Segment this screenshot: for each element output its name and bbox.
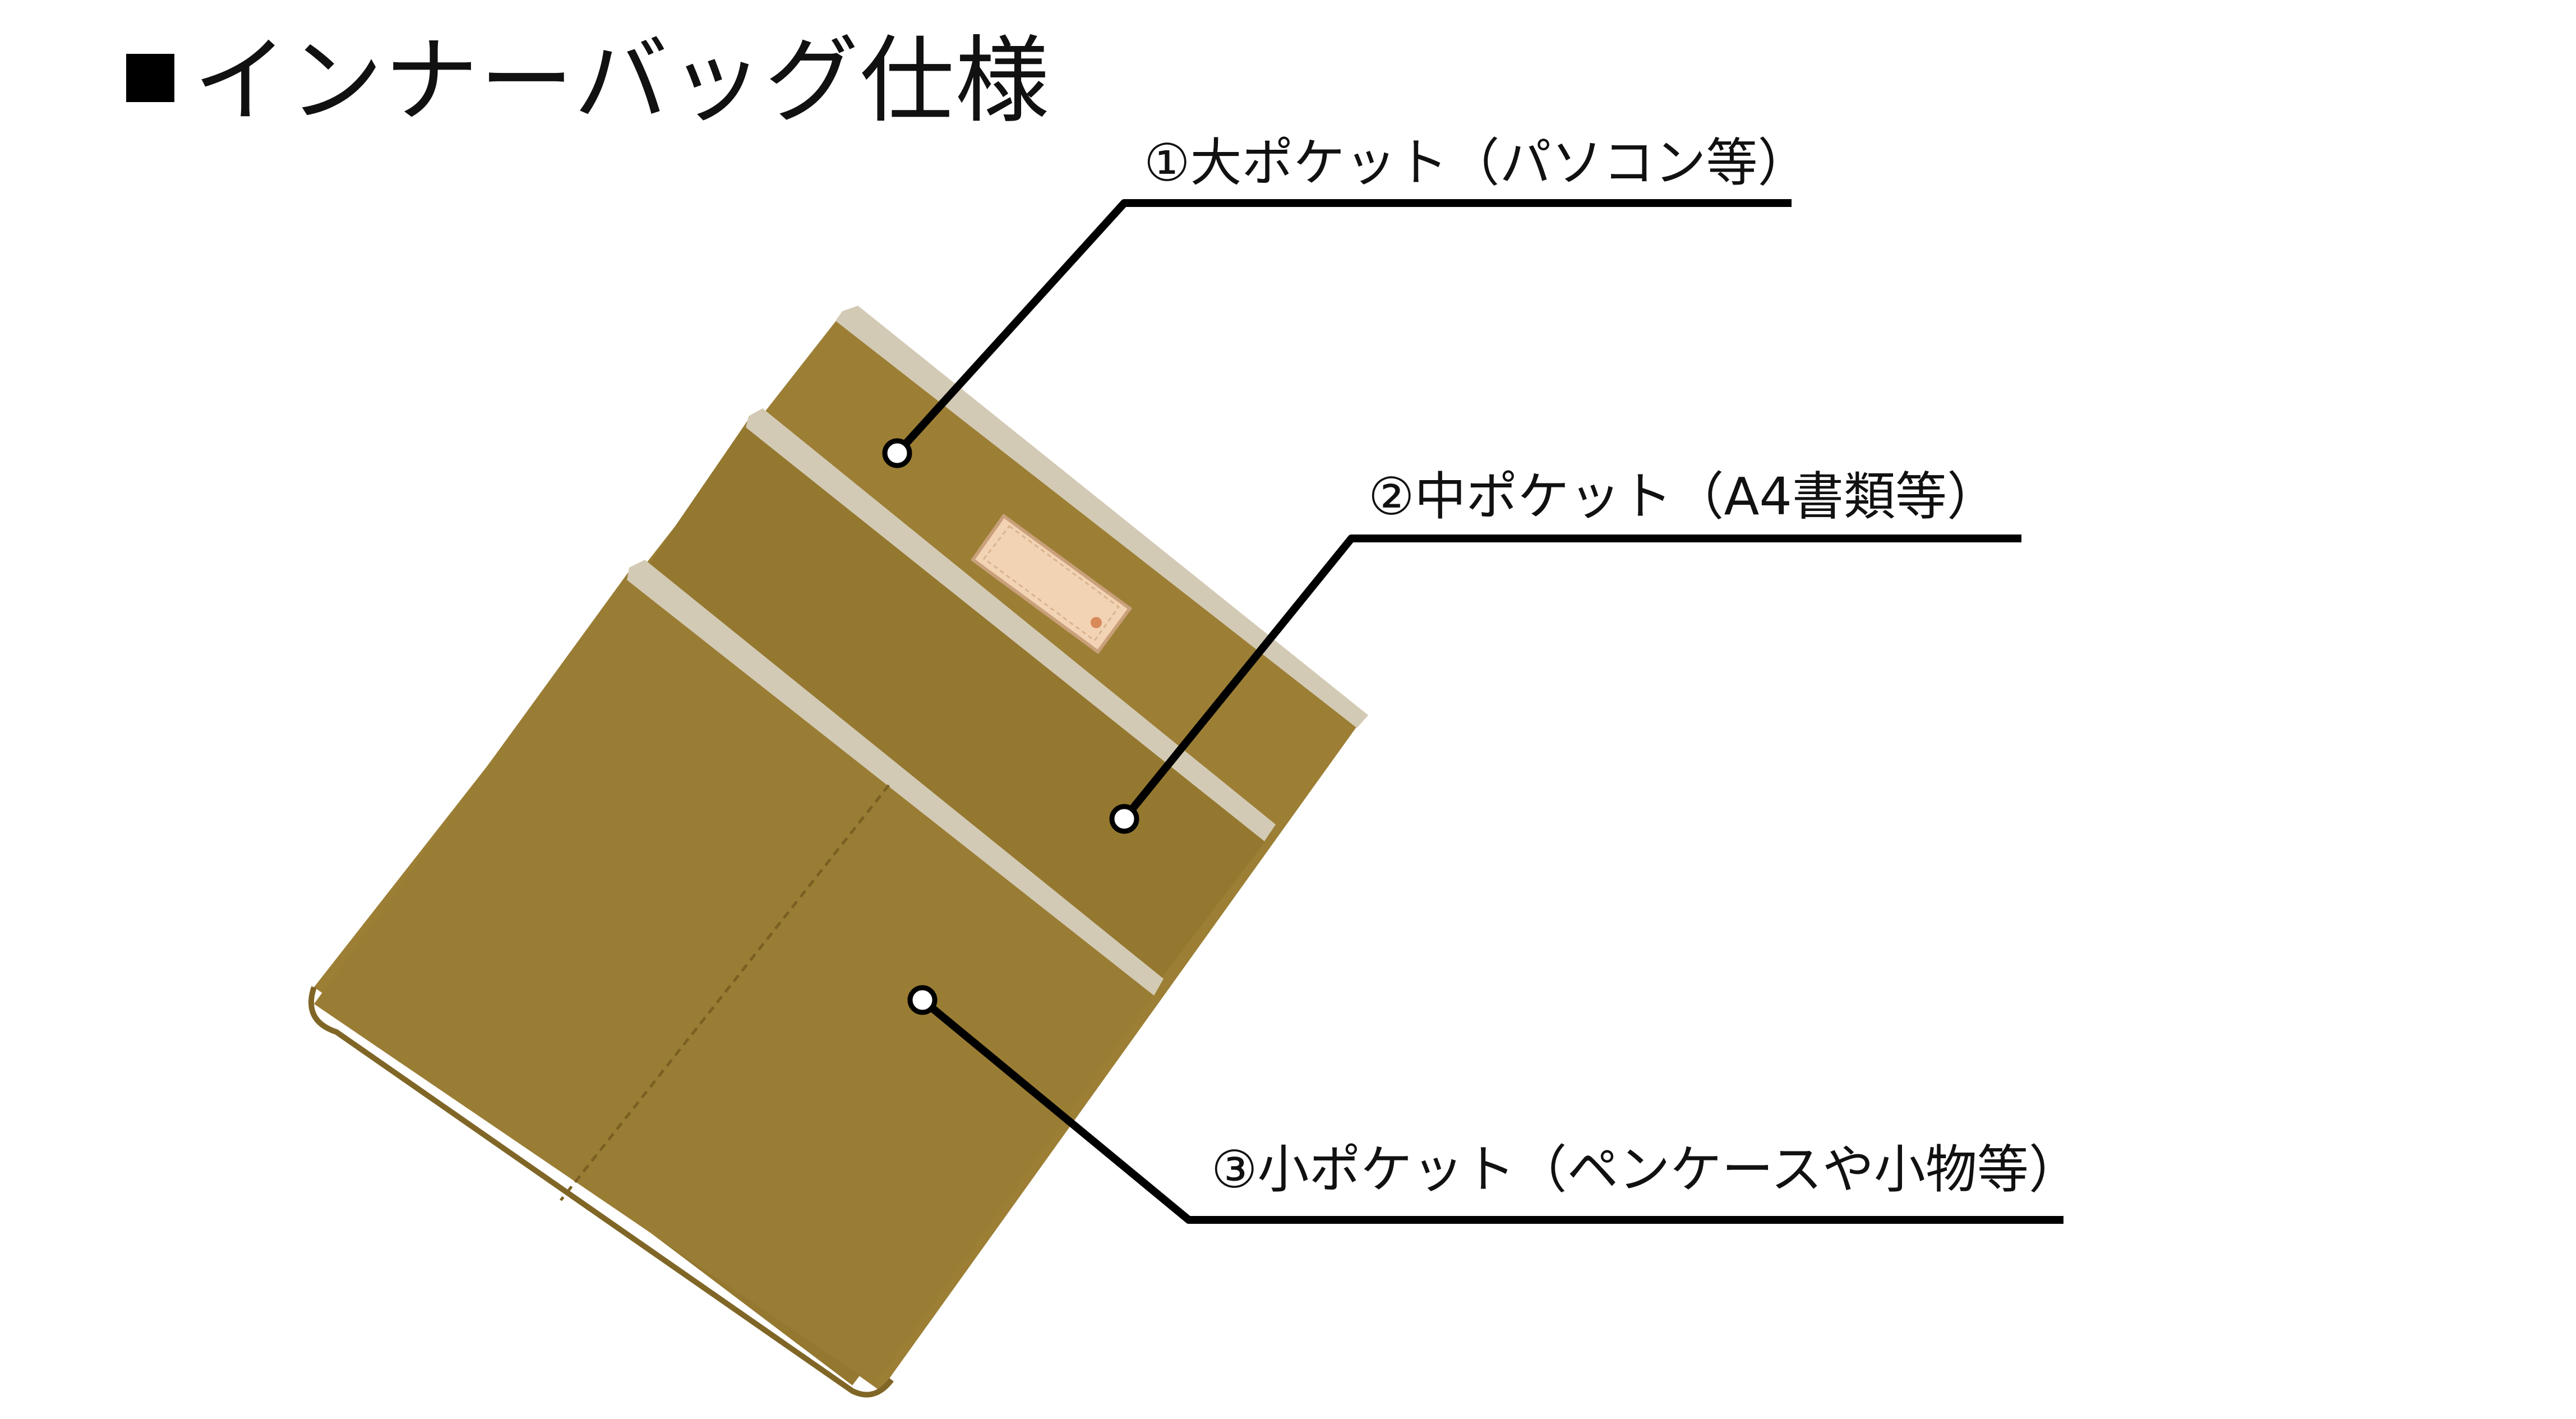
page-title: インナーバッグ仕様: [126, 34, 1050, 128]
marker-pocket-small: [907, 985, 938, 1015]
leader-lines: [882, 199, 2063, 1224]
middle-pocket-binding: [746, 408, 1276, 841]
leader-line-pocket-large: [894, 199, 1792, 456]
title-bullet-square: [126, 54, 174, 102]
bag-bottom-edge-shadow: [308, 986, 894, 1398]
label-pocket-medium: ②中ポケット（A4書類等）: [1368, 467, 1998, 527]
page-title-text: インナーバッグ仕様: [193, 26, 1051, 136]
marker-pocket-large: [882, 438, 912, 468]
back-panel-top-binding: [835, 306, 1368, 728]
marker-pocket-medium: [1109, 804, 1139, 834]
inner-bag-illustration: [308, 306, 1368, 1398]
label-pocket-large: ①大ポケット（パソコン等）: [1144, 133, 1809, 193]
front-pocket-binding: [627, 560, 1164, 996]
front-pocket-center-stitch: [560, 784, 890, 1201]
leader-line-pocket-medium: [1121, 535, 2021, 822]
leader-line-pocket-small: [920, 997, 2063, 1224]
label-pocket-small: ③小ポケット（ペンケースや小物等）: [1211, 1140, 2080, 1200]
leather-tag: [970, 513, 1133, 655]
